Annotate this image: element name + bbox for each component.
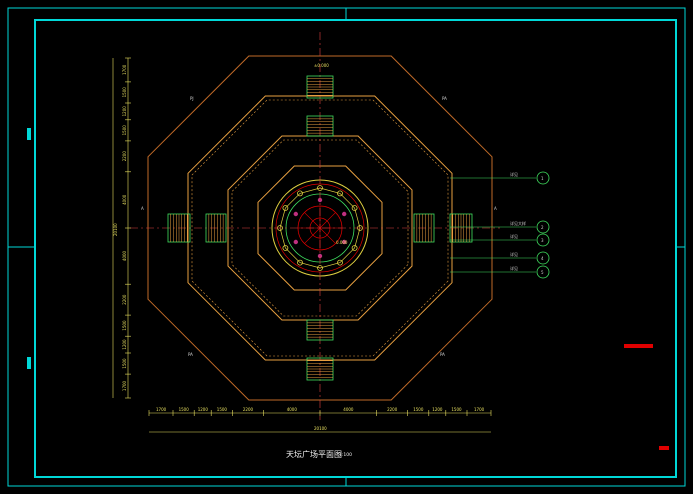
callout-label: 详见 [510,233,518,239]
inner-column [293,211,298,217]
left-dim-label: 1500 [122,358,127,369]
callout-bubbles: 1 详见 2 详见大样 3 详见 4 详见 5 详见 [450,171,550,279]
bottom-dim-label: 4000 [343,407,354,412]
callout-number: 2 [541,225,544,230]
dimension-lines: 1700 1500 1200 1500 2200 4000 4000 2200 1500 1200… [112,57,492,433]
core-ray [319,212,336,229]
column [351,205,358,211]
red-marker [624,344,653,348]
bottom-dim-label: 1200 [198,407,209,412]
left-dim-label: 1200 [122,339,127,350]
terrace-railing-2 [231,139,409,317]
margin-marker [27,357,31,369]
callout-number: 1 [541,176,544,181]
center-label: 0.000 [336,240,348,245]
top-elevation: ±0.000 [314,63,329,68]
left-dim-label: 2200 [122,151,127,162]
bottom-dim-label: 1500 [179,407,190,412]
left-dim-label: 1500 [122,125,127,136]
left-dim-label: 1500 [122,320,127,331]
bottom-dim-label: 1500 [413,407,424,412]
area-label-ne: PA [442,96,447,101]
area-label-nw: PJ [190,96,194,101]
column [297,190,303,197]
column [337,259,343,266]
callout-bubble [536,220,550,234]
drawing-title: 天坛广场平面图 [286,449,342,459]
left-dim-label: 4000 [122,194,127,205]
callout-bubble [536,251,550,265]
annotations: PJ PA PA PA ±0.000 0.000 20100 20100 A A… [113,63,497,459]
stair-south-inner [306,319,334,341]
core-ray [304,212,321,229]
bottom-dim-label: 2200 [387,407,398,412]
terrace-octagon-1 [187,95,453,361]
column [297,259,303,266]
left-dim-label: 2200 [122,294,127,305]
outer-border [7,7,686,487]
plaza-plan [130,32,500,420]
bottom-dim-label: 1700 [474,407,485,412]
core-ray [304,227,321,244]
area-label-se: PA [440,352,445,357]
column [317,185,323,191]
section-mark-left: A [141,206,144,211]
bottom-dim-label: 1700 [156,407,167,412]
left-dim-label: 1700 [122,380,127,391]
bottom-dim-label: 1500 [217,407,228,412]
left-dim-label: 1500 [122,87,127,98]
callout-label: 详见大样 [510,220,526,226]
red-marker [659,446,669,450]
callout-number: 3 [541,238,544,243]
bottom-total-dim: 20100 [314,426,327,431]
column [337,190,343,197]
inner-column [342,239,347,245]
callout-label: 详见 [510,251,518,257]
margin-marker [27,128,31,140]
left-dim-label: 1200 [122,106,127,117]
column [282,245,289,251]
bottom-dim-label: 2200 [243,407,254,412]
callout-number: 4 [541,256,544,261]
column [317,265,323,271]
column [282,205,289,211]
area-label-sw: PA [188,352,193,357]
stair-east-inner [413,213,435,243]
core-ray [319,227,336,244]
bottom-dim-label: 1200 [432,407,443,412]
inner-border [34,19,677,478]
column [351,245,358,251]
callout-bubble [536,233,550,247]
outer-plaza-octagon [147,55,493,401]
callout-bubble [536,265,550,279]
left-dim-label: 4000 [122,250,127,261]
left-total-dim: 20100 [113,223,118,236]
section-mark-right: A [494,206,497,211]
bottom-dim-label: 1500 [451,407,462,412]
callout-label: 详见 [510,171,518,177]
callout-bubble [536,171,550,185]
inner-column [293,239,298,245]
stair-west-inner [205,213,227,243]
bottom-dim-label: 4000 [287,407,298,412]
drawing-frame [7,7,686,487]
callout-label: 详见 [510,265,518,271]
left-dim-label: 1700 [122,64,127,75]
inner-column [342,211,347,217]
drawing-scale: 1:100 [339,452,352,458]
stair-north-inner [306,115,334,137]
callout-number: 5 [541,270,544,275]
inner-octagon [257,165,383,291]
inner-column [317,197,323,203]
terrace-railing-1 [191,99,449,357]
